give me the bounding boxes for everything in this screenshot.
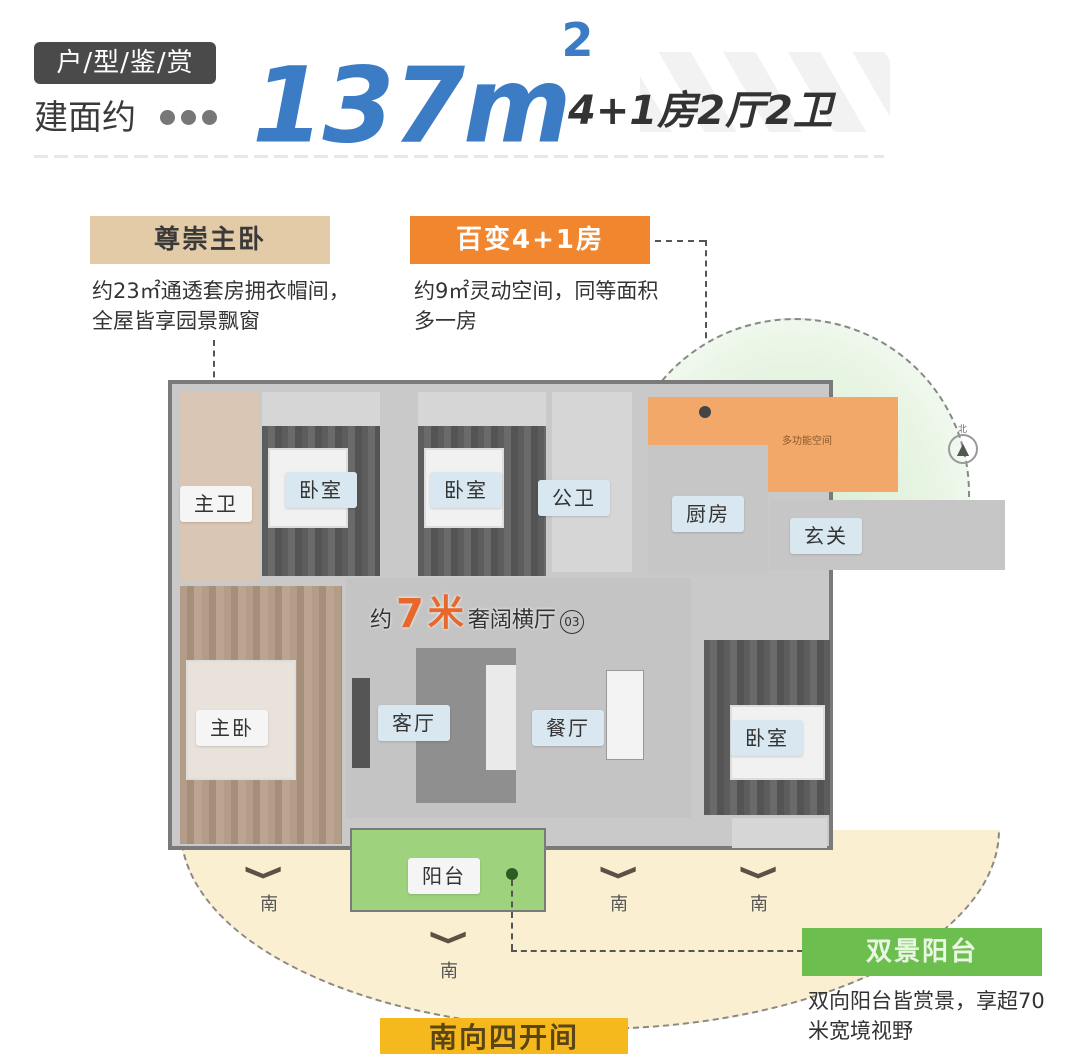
layout-summary: 4+1房2厅2卫 bbox=[568, 88, 833, 134]
dining-table-icon bbox=[606, 670, 644, 760]
leader-line-balcony-v bbox=[511, 880, 513, 950]
callout-south-title: 南向四开间 bbox=[380, 1018, 628, 1054]
compass-icon: ▲ bbox=[948, 434, 978, 464]
leader-line-flex-v bbox=[705, 240, 707, 410]
room-label-living: 客厅 bbox=[378, 705, 450, 741]
area-number: 137m bbox=[252, 44, 571, 167]
dots-decoration bbox=[160, 110, 217, 125]
room-label-bedroom-2: 卧室 bbox=[430, 472, 502, 508]
sofa-icon bbox=[486, 665, 516, 770]
hall-number: 7 bbox=[396, 591, 424, 637]
room-label-balcony: 阳台 bbox=[408, 858, 480, 894]
room-label-public-bath: 公卫 bbox=[538, 480, 610, 516]
hall-marker: 03 bbox=[559, 610, 584, 634]
callout-flex-room-title: 百变4+1房 bbox=[410, 216, 650, 264]
room-label-bedroom-3: 卧室 bbox=[731, 720, 803, 756]
room-label-dining: 餐厅 bbox=[532, 710, 604, 746]
south-arrow-icon: ❯ bbox=[429, 928, 470, 947]
leader-dot-balcony bbox=[506, 868, 518, 880]
area-unit-sup: 2 bbox=[561, 13, 593, 67]
callout-master-desc: 约23㎡通透套房拥衣帽间，全屋皆享园景飘窗 bbox=[92, 279, 350, 333]
bay-window-1 bbox=[262, 392, 380, 426]
leader-line-flex-h bbox=[655, 240, 705, 242]
hall-suffix: 奢阔横厅 bbox=[467, 608, 556, 633]
area-value: 137m2 bbox=[252, 13, 593, 158]
callout-flex-room-desc: 约9㎡灵动空间，同等面积多一房 bbox=[414, 279, 659, 333]
south-arrow-icon: ❯ bbox=[739, 863, 780, 882]
callout-master-title: 尊崇主卧 bbox=[90, 216, 330, 264]
leader-line-balcony-h bbox=[511, 950, 803, 952]
callout-balcony-desc: 双向阳台皆赏景，享超70米宽境视野 bbox=[808, 989, 1045, 1043]
hall-unit: 米 bbox=[427, 593, 464, 634]
bay-window-2 bbox=[418, 392, 546, 426]
stripes-decoration bbox=[640, 52, 890, 132]
room-label-master-bedroom: 主卧 bbox=[196, 710, 268, 746]
south-label: 南 bbox=[440, 961, 458, 982]
tv-cabinet-icon bbox=[352, 678, 370, 768]
bay-window-3 bbox=[732, 818, 827, 848]
room-label-kitchen: 厨房 bbox=[672, 496, 744, 532]
south-label: 南 bbox=[610, 894, 628, 915]
area-prefix: 建面约 bbox=[34, 98, 136, 138]
header-divider bbox=[34, 155, 884, 158]
hall-prefix: 约 bbox=[370, 608, 393, 633]
south-arrow-icon: ❯ bbox=[244, 863, 285, 882]
room-label-multi-space: 多功能空间 bbox=[782, 436, 832, 447]
room-label-bedroom-1: 卧室 bbox=[285, 472, 357, 508]
south-arrow-icon: ❯ bbox=[599, 863, 640, 882]
south-label: 南 bbox=[750, 894, 768, 915]
leader-dot-flex bbox=[699, 406, 711, 418]
floorplan-tag: 户/型/鉴/赏 bbox=[34, 42, 216, 84]
hall-banner: 约 7 米 奢阔横厅 03 bbox=[370, 594, 584, 634]
south-label: 南 bbox=[260, 894, 278, 915]
room-label-entrance: 玄关 bbox=[790, 518, 862, 554]
compass-north-label: 北 bbox=[958, 425, 968, 435]
callout-balcony-title: 双景阳台 bbox=[802, 928, 1042, 976]
room-label-master-bath: 主卫 bbox=[180, 486, 252, 522]
